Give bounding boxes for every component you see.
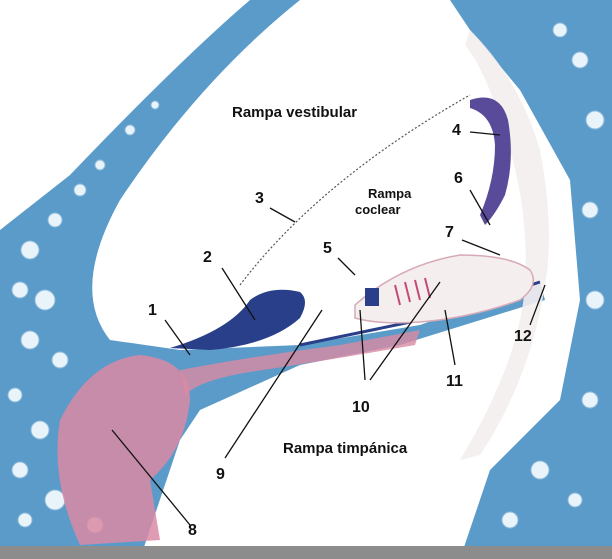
scala-vestibuli-label: Rampa vestibular — [232, 104, 357, 121]
callout-3: 3 — [255, 190, 264, 208]
callout-5: 5 — [323, 240, 332, 258]
reissner-membrane — [240, 95, 470, 285]
callout-7: 7 — [445, 224, 454, 242]
organ-of-corti — [355, 255, 533, 323]
stria-vascularis — [470, 98, 511, 226]
spiral-limbus — [170, 290, 305, 350]
scala-tympani-label: Rampa timpánica — [283, 440, 407, 457]
callout-2: 2 — [203, 249, 212, 267]
callout-6: 6 — [454, 170, 463, 188]
bottom-strip — [0, 546, 612, 559]
callout-lines — [112, 132, 545, 525]
callout-11: 11 — [446, 373, 463, 391]
callout-4: 4 — [452, 122, 461, 140]
scala-media-label-line2: coclear — [355, 202, 401, 217]
callout-1: 1 — [148, 302, 157, 320]
tunnel-cells — [365, 288, 379, 306]
callout-10: 10 — [352, 399, 370, 417]
callout-9: 9 — [216, 466, 225, 484]
scala-media-label-line1: Rampa — [368, 186, 411, 201]
callout-8: 8 — [188, 522, 197, 540]
callout-12: 12 — [514, 328, 532, 346]
